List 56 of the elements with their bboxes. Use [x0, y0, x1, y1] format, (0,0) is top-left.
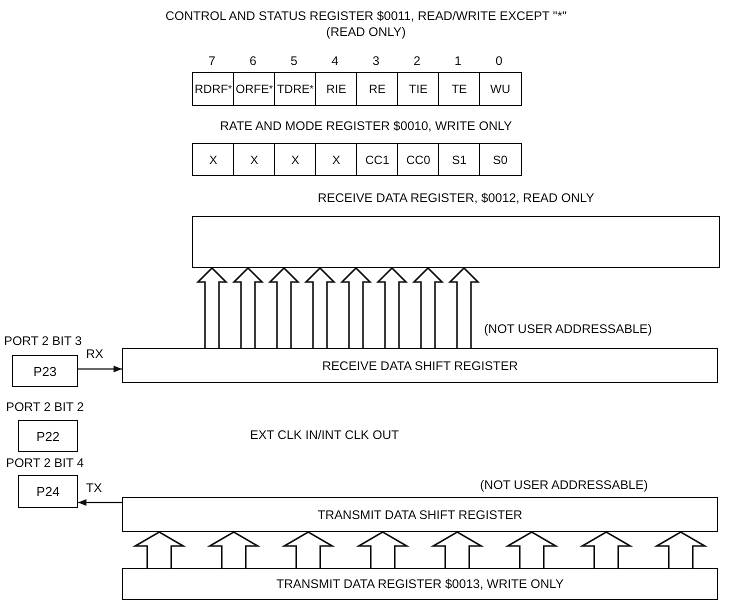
block-arrow: [206, 531, 261, 569]
block-arrow: [376, 266, 408, 349]
clock-note: EXT CLK IN/INT CLK OUT: [250, 428, 399, 442]
block-arrow: [232, 266, 264, 349]
block-arrow: [504, 531, 559, 569]
bit-cell: X: [192, 143, 234, 176]
bit-number: 4: [330, 54, 340, 68]
side-note: PORT 2 BIT 3: [4, 334, 82, 348]
block-arrow: [579, 531, 634, 569]
bit-cell: TE: [438, 72, 480, 106]
bit-cell: X: [274, 143, 316, 176]
register-heading: RECEIVE DATA REGISTER, $0012, READ ONLY: [316, 190, 596, 206]
port-box: P23: [12, 355, 78, 387]
block-arrow: [356, 531, 410, 569]
bit-cell: S0: [479, 143, 522, 176]
side-note: (NOT USER ADDRESSABLE): [484, 322, 652, 336]
register-box: RECEIVE DATA SHIFT REGISTER: [122, 348, 718, 383]
bit-cell: X: [233, 143, 276, 176]
bit-number: 7: [208, 54, 216, 68]
bit-cell: RIE: [315, 72, 358, 106]
bit-number: 1: [454, 54, 462, 68]
side-note: PORT 2 BIT 4: [6, 456, 84, 470]
arrow: [78, 499, 122, 506]
bit-cell: X: [315, 143, 358, 176]
bit-cell: RE: [356, 72, 398, 106]
bit-cell: CC1: [356, 143, 398, 176]
bit-number: 5: [290, 54, 298, 68]
register-box: TRANSMIT DATA REGISTER $0013, WRITE ONLY: [122, 568, 718, 600]
block-arrow: [340, 266, 372, 349]
bit-number: 0: [494, 54, 504, 68]
block-arrow: [430, 531, 484, 569]
block-arrow: [654, 531, 708, 569]
port-box: P22: [18, 420, 78, 452]
bit-number: 2: [412, 54, 422, 68]
register-heading: CONTROL AND STATUS REGISTER $0011, READ/WRITE EXCEPT "*" (READ ONLY): [164, 8, 568, 40]
block-arrow: [412, 266, 444, 349]
side-note: (NOT USER ADDRESSABLE): [480, 478, 648, 492]
block-arrow: [281, 531, 336, 569]
block-arrow: [196, 266, 228, 349]
edge-label: RX: [86, 347, 104, 361]
side-note: PORT 2 BIT 2: [6, 400, 84, 414]
port-box: P24: [18, 475, 78, 508]
edge-label: TX: [86, 480, 102, 494]
register-heading: RATE AND MODE REGISTER $0010, WRITE ONLY: [219, 118, 513, 134]
register-box: TRANSMIT DATA SHIFT REGISTER: [122, 497, 718, 532]
block-arrow: [132, 531, 186, 569]
block-arrow: [448, 266, 480, 349]
arrow: [78, 366, 122, 372]
bit-cell: TIE: [397, 72, 440, 106]
bit-number: 6: [248, 54, 258, 68]
bit-number: 3: [372, 54, 380, 68]
bit-cell: CC0: [397, 143, 440, 176]
bit-cell: WU: [479, 72, 522, 106]
block-arrow: [304, 266, 336, 349]
bit-cell: S1: [438, 143, 480, 176]
block-arrow: [268, 266, 300, 349]
